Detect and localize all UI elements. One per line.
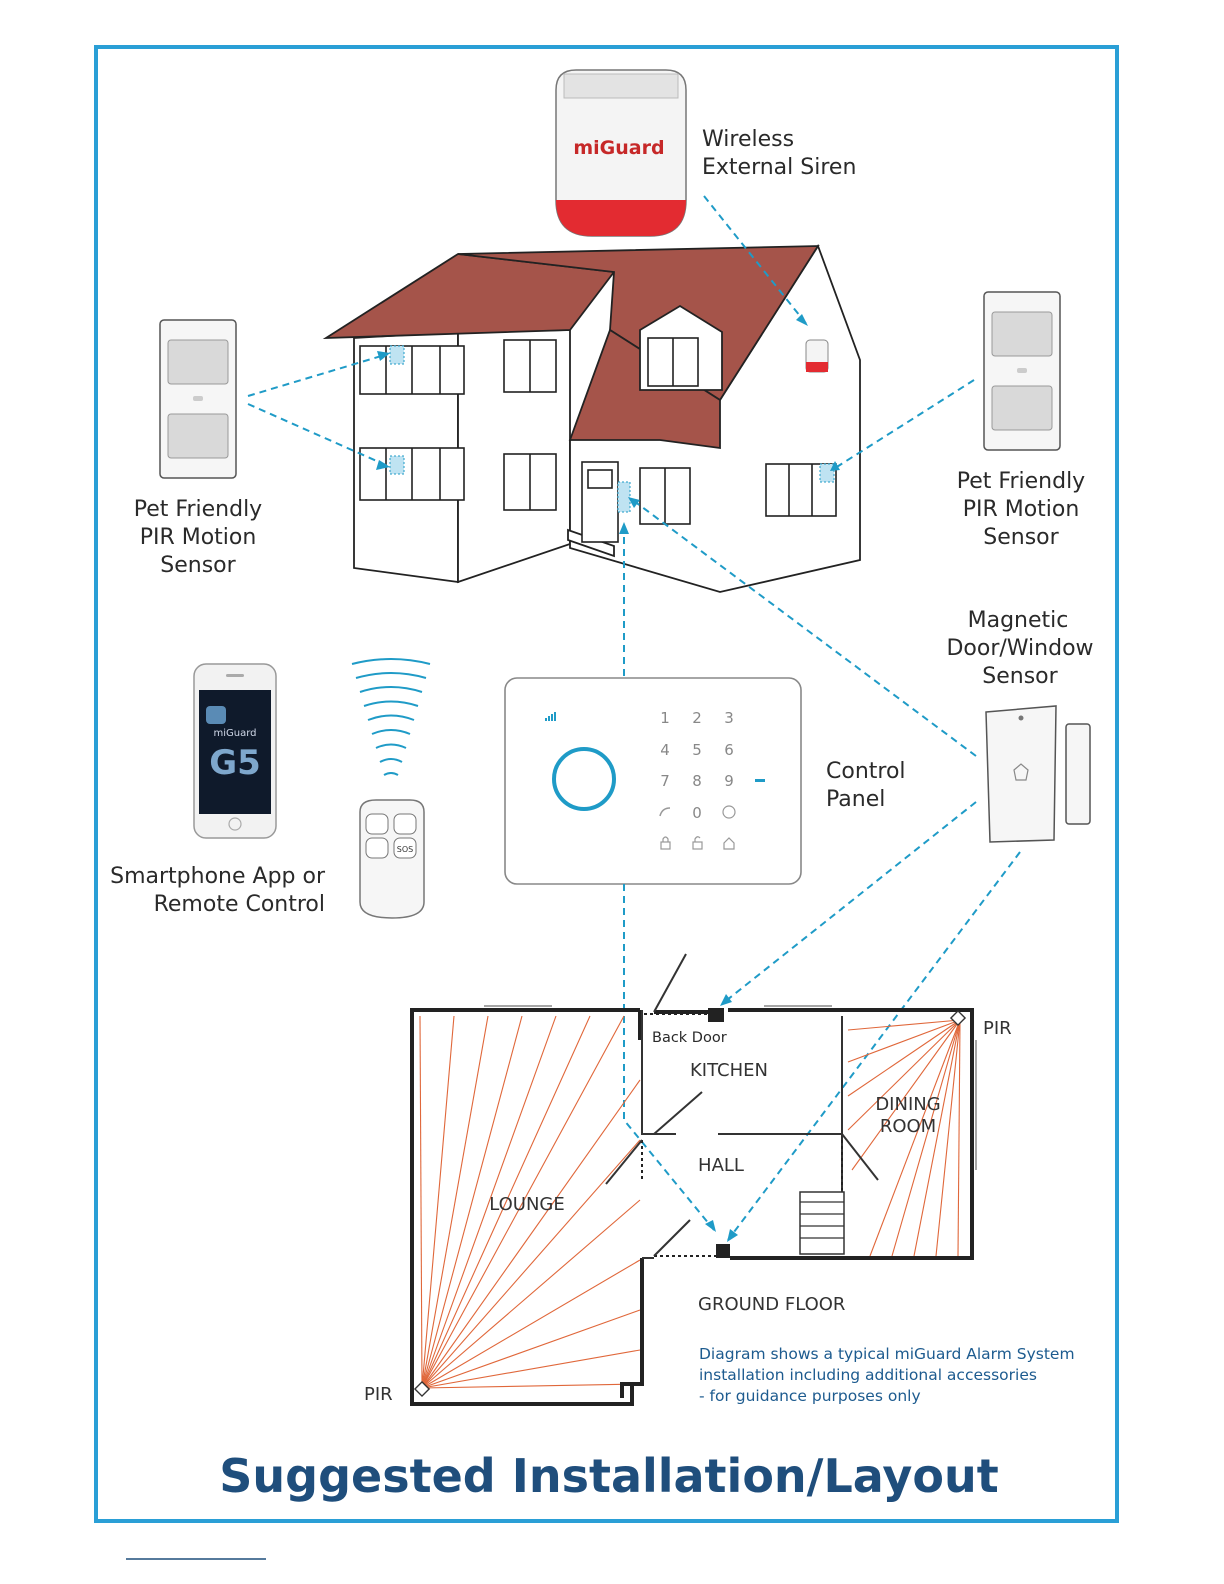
- smartphone-label-line1: Smartphone App or: [110, 864, 326, 889]
- disclaimer-line3: - for guidance purposes only: [699, 1387, 921, 1405]
- panel-key-7: 7: [660, 772, 670, 790]
- panel-key-8: 8: [692, 772, 702, 790]
- door-sensor-label-line3: Sensor: [982, 664, 1058, 689]
- pir-right-label-line2: PIR Motion: [963, 497, 1080, 522]
- back-door-contact: [708, 1008, 724, 1022]
- room-label-kitchen: KITCHEN: [690, 1060, 768, 1081]
- panel-key-5: 5: [692, 741, 702, 759]
- panel-key-9: 9: [724, 772, 734, 790]
- house-illustration: [326, 246, 860, 592]
- pir-left-label-line1: Pet Friendly: [134, 497, 262, 522]
- external-siren-device: miGuard: [556, 70, 686, 236]
- panel-key-6: 6: [724, 741, 734, 759]
- siren-brand-logo: miGuard: [573, 137, 664, 159]
- room-label-dining-line1: DINING: [875, 1094, 940, 1115]
- control-panel-label-line2: Panel: [826, 787, 885, 812]
- siren-label-line1: Wireless: [702, 127, 794, 152]
- phone-app-brand: miGuard: [213, 728, 256, 739]
- control-panel-label-line1: Control: [826, 759, 906, 784]
- room-label-back-door: Back Door: [652, 1030, 727, 1046]
- page-title: Suggested Installation/Layout: [219, 1449, 998, 1503]
- door-sensor-label-line2: Door/Window: [946, 636, 1093, 661]
- panel-dash-indicator: [755, 779, 765, 782]
- disclaimer-line2: installation including additional access…: [699, 1366, 1037, 1384]
- disclaimer-line1: Diagram shows a typical miGuard Alarm Sy…: [699, 1345, 1075, 1363]
- control-panel-device: 1 2 3 4 5 6 7 8 9 0: [505, 678, 801, 884]
- phone-app-model: G5: [209, 743, 261, 783]
- panel-key-4: 4: [660, 741, 670, 759]
- panel-key-1: 1: [660, 709, 670, 727]
- smartphone-device: miGuard G5: [194, 664, 276, 838]
- remote-control-device: SOS: [360, 800, 424, 918]
- panel-key-0: 0: [692, 804, 702, 822]
- remote-sos-label: SOS: [397, 845, 413, 854]
- pir-right-label-line1: Pet Friendly: [957, 469, 1085, 494]
- pir-coverage-dining: [848, 1020, 960, 1256]
- door-sensor-label-line1: Magnetic: [968, 608, 1069, 633]
- siren-label-line2: External Siren: [702, 155, 856, 180]
- remote-signal-icon: [352, 659, 430, 775]
- pir-left-label-line2: PIR Motion: [140, 525, 257, 550]
- ground-floor-label: GROUND FLOOR: [698, 1294, 845, 1315]
- pir-sensor-left: [160, 320, 236, 478]
- room-label-lounge: LOUNGE: [489, 1194, 565, 1215]
- pir-label-top: PIR: [983, 1018, 1012, 1039]
- pir-sensor-right: [984, 292, 1060, 450]
- pir-label-bottom: PIR: [364, 1384, 393, 1405]
- room-label-hall: HALL: [698, 1155, 744, 1176]
- front-door-contact: [716, 1244, 730, 1258]
- panel-key-2: 2: [692, 709, 702, 727]
- panel-key-3: 3: [724, 709, 734, 727]
- pir-right-label-line3: Sensor: [983, 525, 1059, 550]
- ground-floor-plan: [412, 954, 976, 1404]
- door-sensor-device: [986, 706, 1090, 842]
- smartphone-label-line2: Remote Control: [154, 892, 325, 917]
- pir-left-label-line3: Sensor: [160, 553, 236, 578]
- room-label-dining-line2: ROOM: [880, 1116, 936, 1137]
